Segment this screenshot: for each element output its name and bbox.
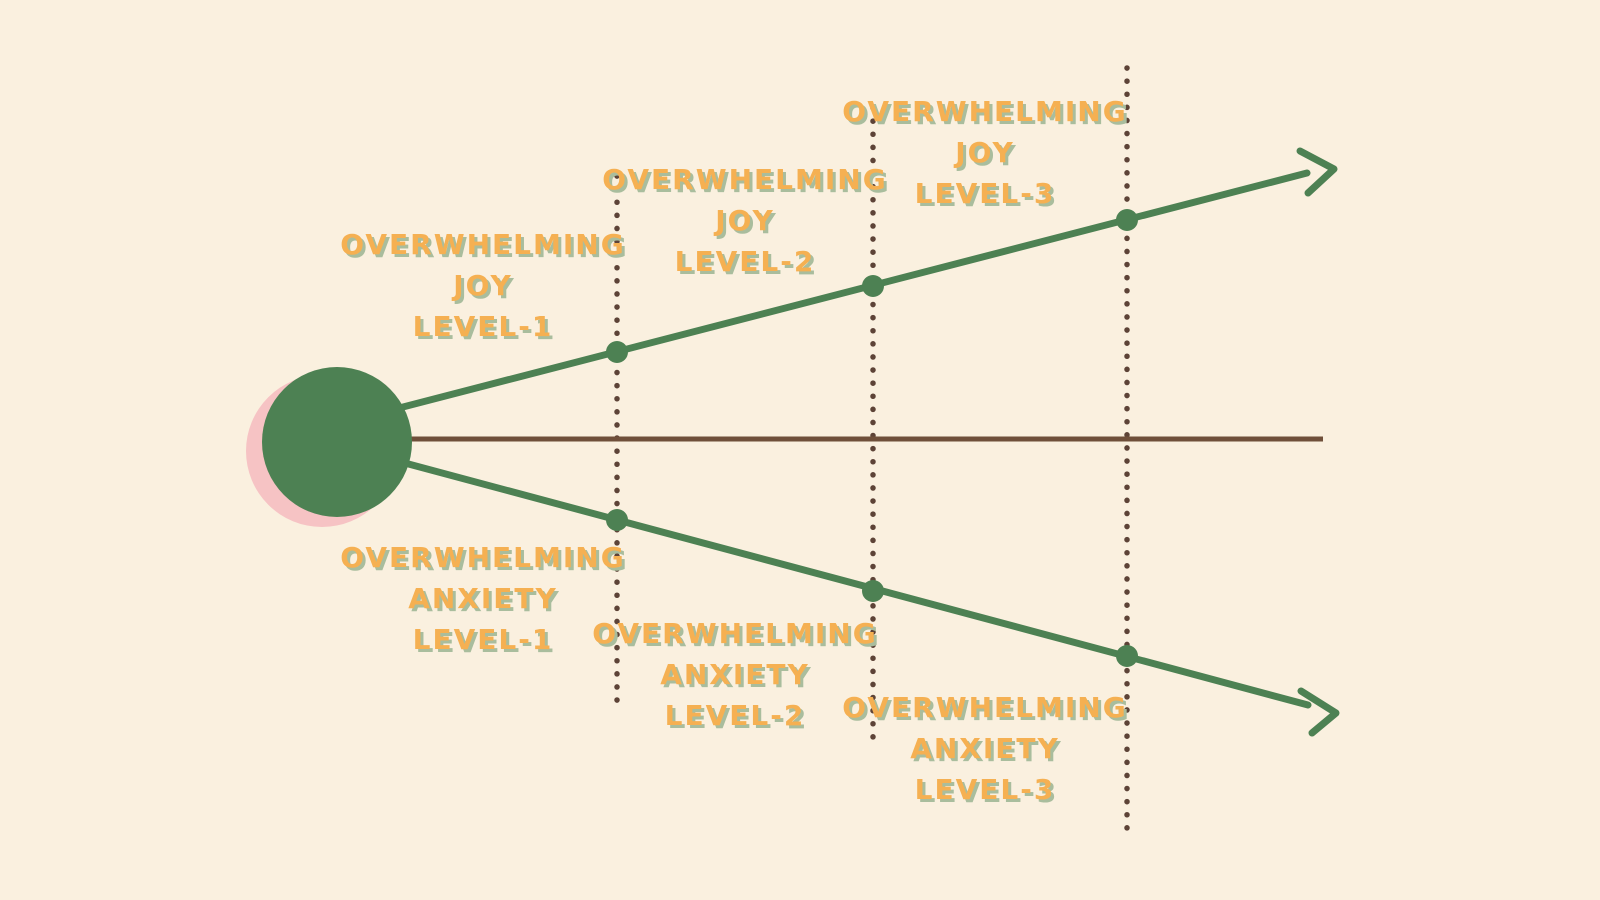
label-anxiety-level-3: OVERWHELMING ANXIETY LEVEL-3 [842,687,1127,810]
anxiety-arrowhead-icon [1297,687,1340,737]
label-line: LEVEL-1 [412,623,554,656]
label-line: OVERWHELMING [602,163,888,196]
label-anxiety-level-1: OVERWHELMING ANXIETY LEVEL-1 [340,537,625,660]
joy-arrow-line [341,169,1311,426]
label-line: LEVEL-1 [412,310,554,343]
joy-arrowhead-icon [1296,147,1338,197]
joy-level-3-dot [1116,209,1138,231]
label-line: OVERWHELMING [842,691,1128,724]
anxiety-arrow-line [341,443,1312,709]
anxiety-level-2-dot [862,580,884,602]
joy-level-1-dot [606,341,628,363]
label-line: OVERWHELMING [842,95,1128,128]
label-line: OVERWHELMING [340,228,626,261]
label-line: JOY [453,269,513,302]
label-line: ANXIETY [408,582,558,615]
label-line: ANXIETY [910,732,1060,765]
anxiety-level-1-dot [606,509,628,531]
label-line: LEVEL-2 [664,699,806,732]
label-line: LEVEL-2 [674,245,816,278]
label-joy-level-2: OVERWHELMING JOY LEVEL-2 [602,159,887,282]
source-circle [262,367,412,517]
label-line: OVERWHELMING [340,541,626,574]
label-line: JOY [715,204,775,237]
joy-level-2-dot [862,275,884,297]
label-anxiety-level-2: OVERWHELMING ANXIETY LEVEL-2 [592,613,877,736]
label-line: OVERWHELMING [592,617,878,650]
label-line: JOY [955,136,1015,169]
anxiety-level-3-dot [1116,645,1138,667]
label-line: LEVEL-3 [914,177,1056,210]
label-joy-level-3: OVERWHELMING JOY LEVEL-3 [842,91,1127,214]
label-joy-level-1: OVERWHELMING JOY LEVEL-1 [340,224,625,347]
label-line: LEVEL-3 [914,773,1056,806]
label-line: ANXIETY [660,658,810,691]
